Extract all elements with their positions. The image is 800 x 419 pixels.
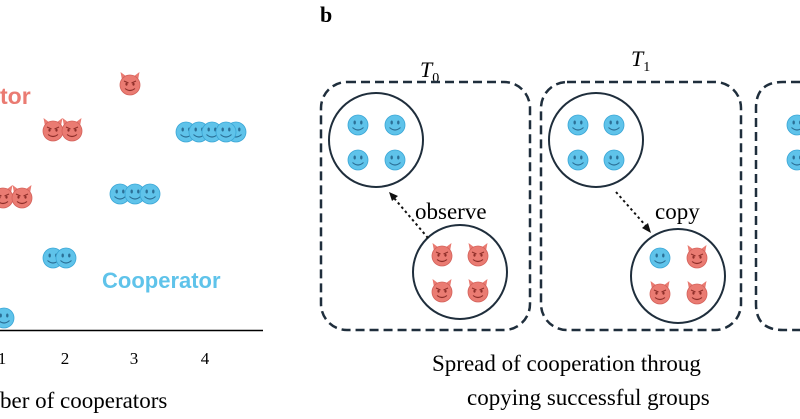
caption-line-2: copying successful groups [467,385,710,410]
caption-line-1: Spread of cooperation throug [432,351,701,376]
cooperator-label: Cooperator [102,268,221,293]
devil-face-icon [11,184,33,209]
smiley-face-icon [649,247,671,269]
x-axis-label: ber of cooperators [0,388,167,413]
smiley-face-icon [347,149,369,171]
smiley-face-icon [139,183,161,205]
devil-face-icon [119,71,141,96]
smiley-face-icon [347,114,369,136]
smiley-face-icon [786,114,800,136]
devil-face-icon [649,280,671,305]
group-circle [630,228,726,324]
devil-face-icon [0,184,14,209]
arrowhead-icon [389,192,398,201]
group-circle [548,92,644,188]
smiley-face-icon [603,149,625,171]
time-step-box-t0 [319,80,532,332]
x-tick-1: 1 [0,349,6,368]
smiley-face-icon [55,247,77,269]
devil-face-icon [467,242,489,267]
time-label-t0: T0 [420,57,439,86]
smiley-face-icon [603,114,625,136]
panel-b: b T0 T1 observe [319,2,800,410]
smiley-face-icon [567,114,589,136]
copy-label: copy [655,199,700,224]
arrowhead-icon [642,223,651,233]
devil-face-icon [61,117,83,142]
group-circle [328,92,424,188]
devil-face-icon [686,280,708,305]
time-step-box-t1 [539,80,743,332]
defector-label: tor [0,83,31,109]
x-tick-2: 2 [61,349,70,368]
smiley-face-icon [384,114,406,136]
devil-face-icon [467,278,489,303]
time-label-t1: T1 [631,46,650,75]
time-step-box-t2-partial [754,80,800,332]
devil-face-icon [686,244,708,269]
smiley-face-icon [0,307,15,329]
smiley-face-icon [215,121,237,143]
panel-b-label: b [320,2,332,27]
panel-a: tor Cooperator 1 2 3 4 ber of cooperator… [0,71,263,413]
x-tick-4: 4 [201,349,210,368]
smiley-face-icon [384,149,406,171]
smiley-face-icon [786,149,800,171]
devil-face-icon [42,117,64,142]
observe-label: observe [415,199,487,224]
group-circle [412,224,508,320]
copy-arrow [615,191,647,227]
devil-face-icon [431,278,453,303]
x-tick-3: 3 [130,349,139,368]
devil-face-icon [431,242,453,267]
smiley-face-icon [567,149,589,171]
